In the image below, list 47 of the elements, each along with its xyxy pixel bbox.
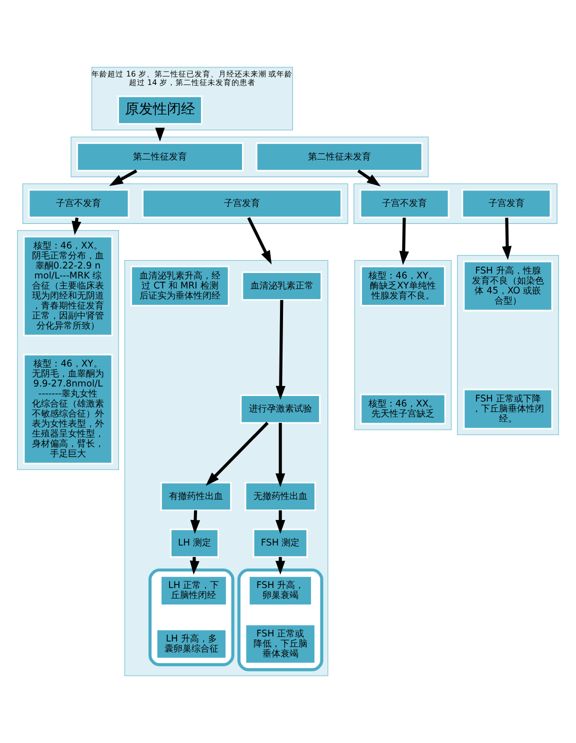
- node-box: 无撤药性出血: [244, 482, 316, 511]
- node-box: 子宫不发育: [360, 189, 450, 218]
- arrow: [109, 169, 138, 186]
- node-box: FSH 正常或降低，下丘脑垂体衰竭: [244, 624, 316, 664]
- cluster: [354, 183, 558, 224]
- arrow: [357, 169, 381, 186]
- cluster: [124, 260, 328, 676]
- cluster: [22, 183, 348, 224]
- node-box: FSH 升高，卵巢衰竭: [248, 575, 313, 606]
- arrow: [206, 422, 269, 486]
- cluster: [354, 260, 452, 430]
- node-box: 核型：46，XX。先天性子宫缺乏: [360, 394, 446, 424]
- node-box: 血清泌乳素正常: [242, 271, 322, 301]
- arrow: [275, 557, 286, 575]
- arrow: [190, 510, 200, 534]
- cluster: [17, 230, 119, 470]
- node-box: 核型：46，XY。酶缺乏XY单纯性性腺发育不良。: [360, 266, 446, 306]
- arrow: [275, 422, 286, 488]
- node-box: 子宫发育: [462, 189, 552, 218]
- node-box: 第二性征发育: [76, 142, 244, 172]
- node-box: 有撤药性出血: [160, 482, 232, 511]
- cluster: [70, 136, 429, 178]
- cluster: [237, 568, 324, 672]
- node-box: 子宫发育: [142, 189, 342, 218]
- node-box: 进行孕激素试验: [240, 394, 321, 424]
- node-box: LH 正常，下丘脑性闭经: [160, 575, 228, 606]
- node-box: FSH 升高，性腺发育不良（如染色体 45，XO 或嵌合型）: [463, 260, 553, 312]
- arrow: [502, 218, 512, 260]
- node-box: LH 测定: [170, 528, 220, 558]
- arrow: [276, 300, 286, 400]
- node-box: 子宫不发育: [28, 189, 130, 218]
- node-box: FSH 正常或下降，下丘脑垂体性闭经。: [463, 388, 553, 430]
- arrow: [155, 128, 165, 142]
- arrow: [190, 556, 200, 575]
- arrow: [247, 217, 272, 265]
- node-box: 血清泌乳素升高，经过 CT 和 MRI 检测后证实为垂体性闭经: [130, 266, 230, 306]
- arrow: [275, 510, 286, 534]
- node-box: 核型：46，XY。无阴毛，血睾酮为9.9-27.8nmol/L-------睾丸女性化综合征（雄激素不敏感综合征）外表为女性表型，外生殖器呈女性型，身材偏高，臂长，手足巨大: [23, 354, 113, 464]
- cluster: [457, 255, 559, 436]
- arrow: [399, 218, 409, 265]
- node-box: 核型：46，XX。阴毛正常分布，血睾酮0.22-2.9 nmol/L---MRK 综合征（主要临床表现为闭经和无阴道，青春期性征发育正常，因副中肾管分化异常所致）: [23, 236, 113, 336]
- node-box: 原发性闭经: [117, 96, 203, 125]
- node-box: FSH 测定: [252, 528, 308, 558]
- cluster: [148, 568, 234, 666]
- node-box: LH 升高，多囊卵巢综合征: [156, 628, 228, 660]
- node-box: 第二性征未发育: [256, 142, 423, 172]
- arrow: [72, 218, 82, 236]
